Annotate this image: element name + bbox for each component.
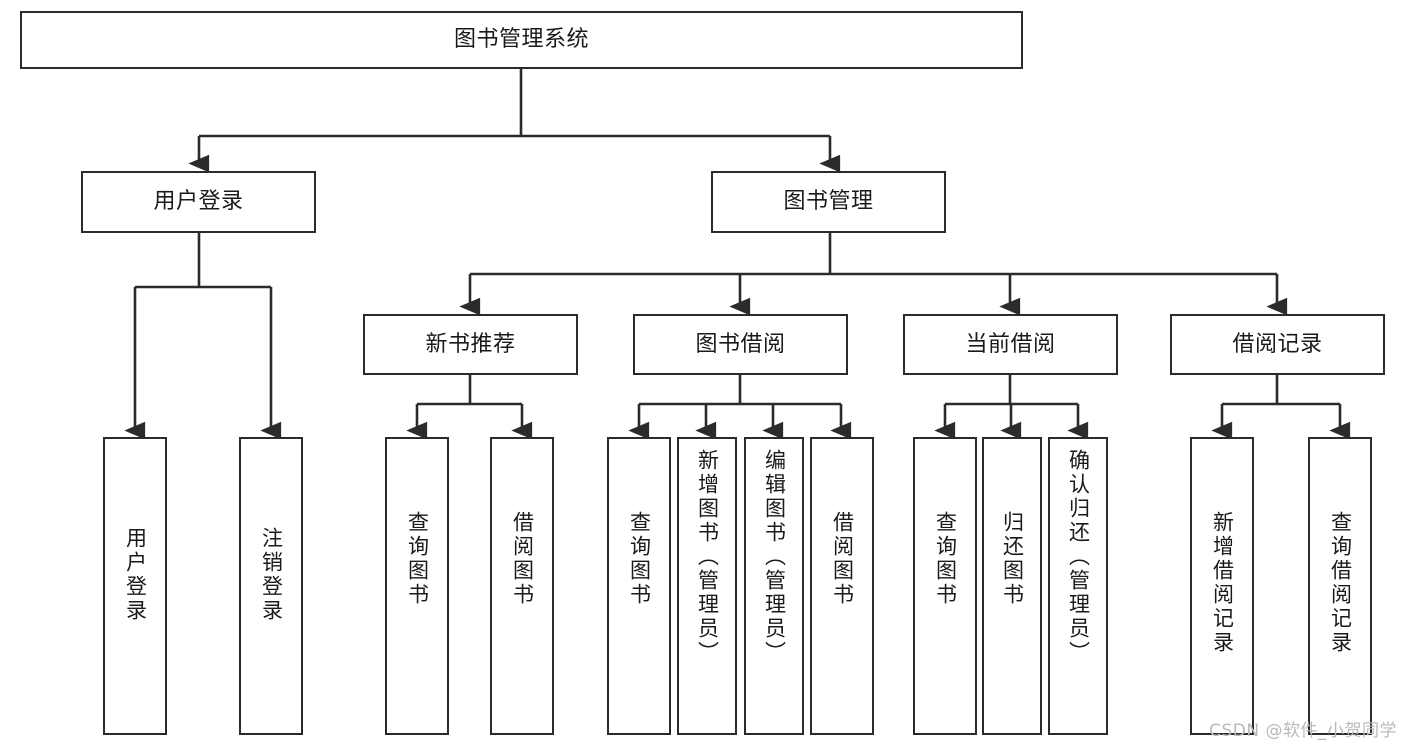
leaf-current-confirm-return-admin[interactable]: 确认归还（管理员） bbox=[1048, 437, 1108, 735]
node-label: 编辑图书（管理员） bbox=[762, 449, 787, 665]
leaf-new-book-borrow-book[interactable]: 借阅图书 bbox=[490, 437, 554, 735]
node-label: 查询图书 bbox=[933, 511, 958, 607]
node-root-book-management-system[interactable]: 图书管理系统 bbox=[20, 11, 1023, 69]
node-label: 图书借阅 bbox=[695, 331, 786, 357]
node-borrow-record[interactable]: 借阅记录 bbox=[1170, 314, 1385, 375]
node-label: 借阅记录 bbox=[1232, 331, 1323, 357]
node-new-book-recommend[interactable]: 新书推荐 bbox=[363, 314, 578, 375]
node-label: 用户登录 bbox=[123, 527, 148, 623]
node-label: 借阅图书 bbox=[510, 511, 535, 607]
node-label: 当前借阅 bbox=[965, 331, 1056, 357]
leaf-borrow-borrow-book[interactable]: 借阅图书 bbox=[810, 437, 874, 735]
node-book-borrow[interactable]: 图书借阅 bbox=[633, 314, 848, 375]
leaf-record-query-record[interactable]: 查询借阅记录 bbox=[1308, 437, 1372, 735]
node-book-management[interactable]: 图书管理 bbox=[711, 171, 946, 233]
leaf-current-return-book[interactable]: 归还图书 bbox=[982, 437, 1042, 735]
node-label: 查询借阅记录 bbox=[1328, 511, 1353, 655]
node-label: 查询图书 bbox=[405, 511, 430, 607]
leaf-user-login-login[interactable]: 用户登录 bbox=[103, 437, 167, 735]
node-label: 图书管理 bbox=[783, 189, 874, 215]
node-label: 新书推荐 bbox=[425, 331, 516, 357]
leaf-new-book-query-book[interactable]: 查询图书 bbox=[385, 437, 449, 735]
node-label: 新增借阅记录 bbox=[1210, 511, 1235, 655]
leaf-borrow-add-book-admin[interactable]: 新增图书（管理员） bbox=[677, 437, 737, 735]
node-label: 归还图书 bbox=[1000, 511, 1025, 607]
node-label: 图书管理系统 bbox=[453, 27, 589, 53]
node-label: 用户登录 bbox=[153, 189, 244, 215]
leaf-borrow-query-book[interactable]: 查询图书 bbox=[607, 437, 671, 735]
node-current-borrow[interactable]: 当前借阅 bbox=[903, 314, 1118, 375]
leaf-current-query-book[interactable]: 查询图书 bbox=[913, 437, 977, 735]
node-label: 确认归还（管理员） bbox=[1066, 449, 1091, 665]
node-label: 查询图书 bbox=[627, 511, 652, 607]
node-user-login[interactable]: 用户登录 bbox=[81, 171, 316, 233]
leaf-record-add-record[interactable]: 新增借阅记录 bbox=[1190, 437, 1254, 735]
node-label: 借阅图书 bbox=[830, 511, 855, 607]
node-label: 注销登录 bbox=[259, 527, 284, 623]
leaf-borrow-edit-book-admin[interactable]: 编辑图书（管理员） bbox=[744, 437, 804, 735]
node-label: 新增图书（管理员） bbox=[695, 449, 720, 665]
csdn-watermark: CSDN @软件_小贺同学 bbox=[1209, 721, 1397, 741]
leaf-user-login-logout[interactable]: 注销登录 bbox=[239, 437, 303, 735]
